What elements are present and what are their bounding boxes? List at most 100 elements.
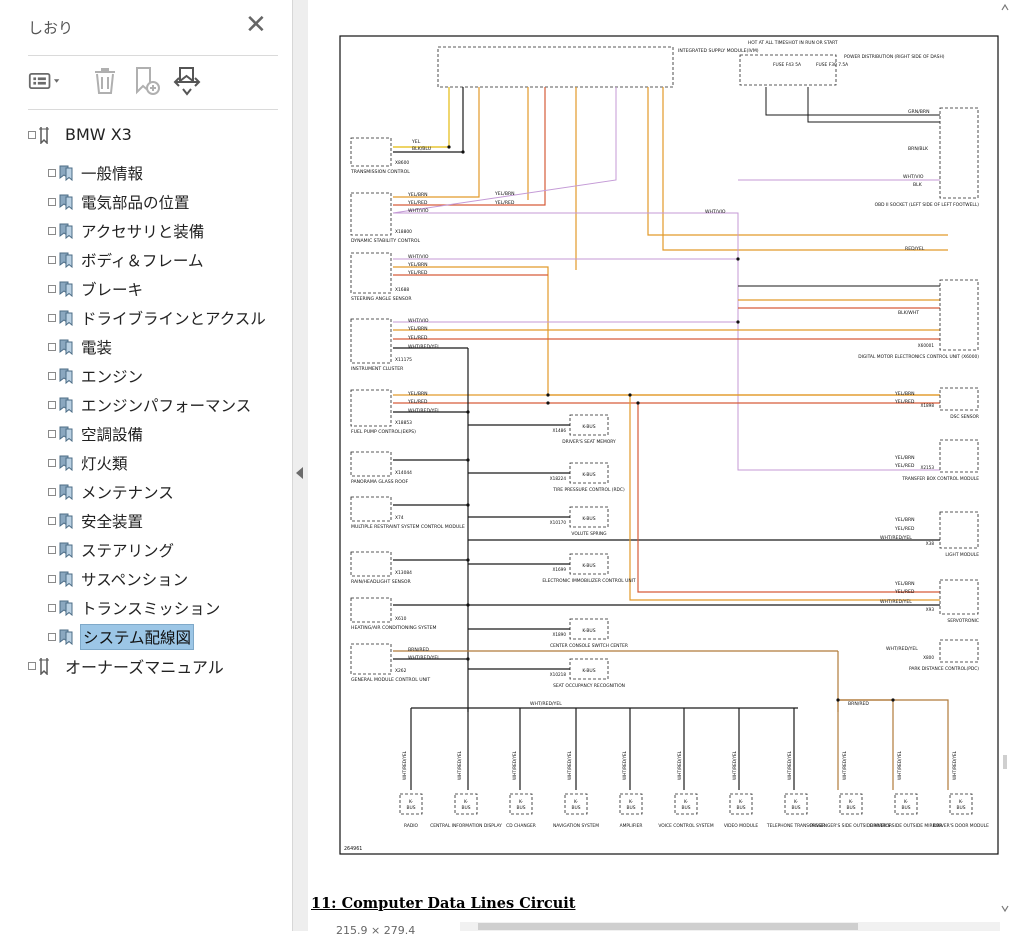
document-viewer: INTEGRATED SUPPLY MODULE(IVM)HOT AT ALL … xyxy=(308,0,1010,931)
expand-toggle-icon[interactable] xyxy=(48,255,56,264)
bottom-module-box xyxy=(454,793,478,815)
left-module-box xyxy=(350,252,392,294)
connector-id: X1486 xyxy=(552,428,566,433)
left-module-box xyxy=(350,496,392,522)
wire-label: WHT/RED/YEL xyxy=(408,344,440,350)
bookmark-item[interactable]: 電装 xyxy=(48,334,112,359)
splice-dot xyxy=(466,657,470,661)
wire xyxy=(393,87,480,198)
wire-label: BRN/RED xyxy=(408,647,429,653)
bookmark-item[interactable]: エンジン xyxy=(48,363,143,388)
bottom-module-name: VOICE CONTROL SYSTEM xyxy=(658,823,713,829)
diagram-id: 264961 xyxy=(344,846,362,852)
bookmark-item[interactable]: 安全装置 xyxy=(48,508,143,533)
bookmark-label: トランスミッション xyxy=(81,599,221,618)
expand-toggle-icon[interactable] xyxy=(48,342,56,351)
expand-bookmark-icon[interactable] xyxy=(170,64,204,98)
collapse-arrow-icon[interactable] xyxy=(296,467,303,479)
bookmark-item[interactable]: ブレーキ xyxy=(48,276,143,301)
bookmark-item[interactable]: 電気部品の位置 xyxy=(48,189,190,214)
expand-toggle-icon[interactable] xyxy=(48,197,56,206)
kbus-label: K- xyxy=(684,799,688,805)
horizontal-scrollbar[interactable] xyxy=(460,922,1000,931)
bookmark-label: サスペンション xyxy=(81,570,189,589)
bookmark-icon xyxy=(57,280,75,298)
expand-toggle-icon[interactable] xyxy=(28,130,36,139)
expand-toggle-icon[interactable] xyxy=(48,458,56,467)
bookmark-item[interactable]: サスペンション xyxy=(48,566,188,591)
bookmark-label: ステアリング xyxy=(81,541,175,560)
mid-module-name: DRIVER'S SEAT MEMORY xyxy=(562,439,616,445)
bookmark-item[interactable]: エンジンパフォーマンス xyxy=(48,392,251,417)
bookmark-icon xyxy=(37,657,55,675)
bookmark-item[interactable]: 空調設備 xyxy=(48,421,143,446)
bottom-module-name: AMPLIFIER xyxy=(620,823,643,829)
bookmark-label: オーナーズマニュアル xyxy=(65,657,224,677)
left-module-box xyxy=(350,318,392,364)
wire-label: YEL/BRN xyxy=(894,455,915,461)
bookmark-item[interactable]: システム配線図 xyxy=(48,623,195,650)
wire-label: WHT/RED/YEL xyxy=(408,408,440,414)
bookmark-icon xyxy=(57,570,75,588)
bookmark-item[interactable]: 一般情報 xyxy=(48,160,143,185)
bookmark-icon xyxy=(57,164,75,182)
expand-toggle-icon[interactable] xyxy=(48,487,56,496)
expand-toggle-icon[interactable] xyxy=(48,226,56,235)
expand-toggle-icon[interactable] xyxy=(48,168,56,177)
panel-collapse-bar[interactable] xyxy=(292,0,309,931)
bookmark-root[interactable]: BMW X3 xyxy=(28,122,132,147)
mid-module-name: VOLUTE SPRING xyxy=(571,531,607,537)
connector-id: X1699 xyxy=(552,567,566,572)
bookmark-root[interactable]: オーナーズマニュアル xyxy=(28,653,224,678)
wire-label: YEL/RED xyxy=(894,463,915,469)
integrated-supply-module xyxy=(437,46,674,88)
bookmark-item[interactable]: アクセサリと装備 xyxy=(48,218,204,243)
expand-toggle-icon[interactable] xyxy=(48,545,56,554)
mid-module-name: CENTER CONSOLE SWITCH CENTER xyxy=(550,643,628,649)
bookmark-item[interactable]: ボディ＆フレーム xyxy=(48,247,203,272)
close-icon[interactable]: ✕ xyxy=(245,10,267,40)
bookmark-item[interactable]: メンテナンス xyxy=(48,479,174,504)
expand-toggle-icon[interactable] xyxy=(48,603,56,612)
scroll-thumb[interactable] xyxy=(478,923,858,930)
expand-toggle-icon[interactable] xyxy=(48,429,56,438)
wire-label: WHT/RED/YEL xyxy=(567,750,572,780)
wire xyxy=(637,403,948,593)
bookmark-label: ボディ＆フレーム xyxy=(81,251,204,270)
expand-toggle-icon[interactable] xyxy=(48,284,56,293)
bookmark-label: ドライブラインとアクスル xyxy=(81,309,266,328)
list-options-icon[interactable] xyxy=(28,64,62,98)
right-module-box xyxy=(939,511,979,549)
bookmark-item[interactable]: トランスミッション xyxy=(48,595,220,620)
wire-label: BRN/BLK xyxy=(908,146,929,152)
expand-toggle-icon[interactable] xyxy=(48,632,56,641)
expand-toggle-icon[interactable] xyxy=(48,400,56,409)
kbus-label: K-BUS xyxy=(582,628,595,634)
bookmark-item[interactable]: ステアリング xyxy=(48,537,174,562)
bookmark-icon xyxy=(57,483,75,501)
bottom-module-name: DRIVER'S SIDE OUTSIDE MIRROR xyxy=(870,823,942,829)
bottom-module-name: RADIO xyxy=(404,823,419,829)
left-module-name: MULTIPLE RESTRAINT SYSTEM CONTROL MODULE xyxy=(351,524,465,530)
kbus-label: BUS xyxy=(461,805,470,811)
bottom-module-box xyxy=(509,793,533,815)
trash-icon[interactable] xyxy=(88,64,122,98)
bookmark-icon xyxy=(57,309,75,327)
left-module-box xyxy=(350,389,392,427)
bookmark-item[interactable]: ドライブラインとアクスル xyxy=(48,305,266,330)
expand-toggle-icon[interactable] xyxy=(48,313,56,322)
fuse-label: FUSE F30 7.5A xyxy=(816,62,848,68)
expand-toggle-icon[interactable] xyxy=(48,371,56,380)
expand-toggle-icon[interactable] xyxy=(48,574,56,583)
kbus-label: K- xyxy=(464,799,468,805)
expand-toggle-icon[interactable] xyxy=(28,661,36,670)
wire-label: BRN/RED xyxy=(848,701,869,707)
expand-toggle-icon[interactable] xyxy=(48,516,56,525)
connector-id: X1890 xyxy=(552,632,566,637)
bookmark-label: 電気部品の位置 xyxy=(81,193,190,212)
bookmark-item[interactable]: 灯火類 xyxy=(48,450,128,475)
kbus-label: BUS xyxy=(681,805,690,811)
new-bookmark-icon[interactable] xyxy=(130,64,164,98)
vertical-scrollbar[interactable] xyxy=(1000,0,1010,920)
bookmarks-title: しおり xyxy=(28,19,74,37)
